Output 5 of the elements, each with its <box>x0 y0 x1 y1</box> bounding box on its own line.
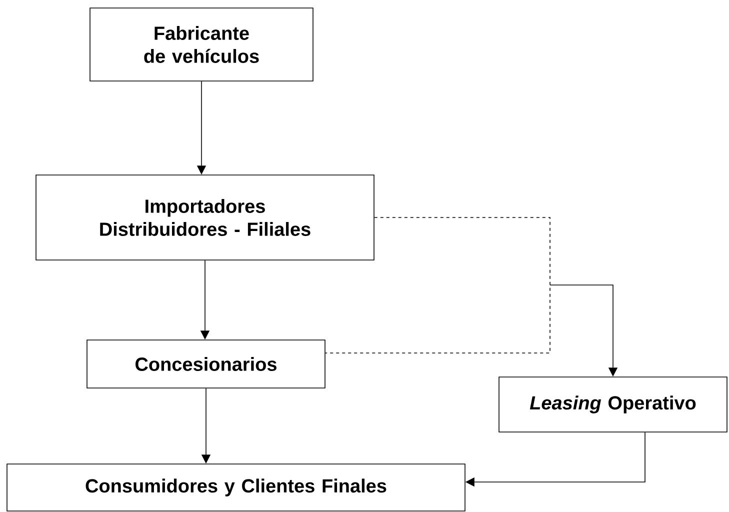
process-box: Importadores Distribuidores - Filiales <box>36 174 374 260</box>
process-box: Consumidores y Clientes Finales <box>6 464 466 512</box>
process-box: Concesionarios <box>86 340 326 388</box>
process-box: Fabricante de vehículos <box>90 8 314 82</box>
process-box: Leasing Operativo <box>498 376 728 432</box>
